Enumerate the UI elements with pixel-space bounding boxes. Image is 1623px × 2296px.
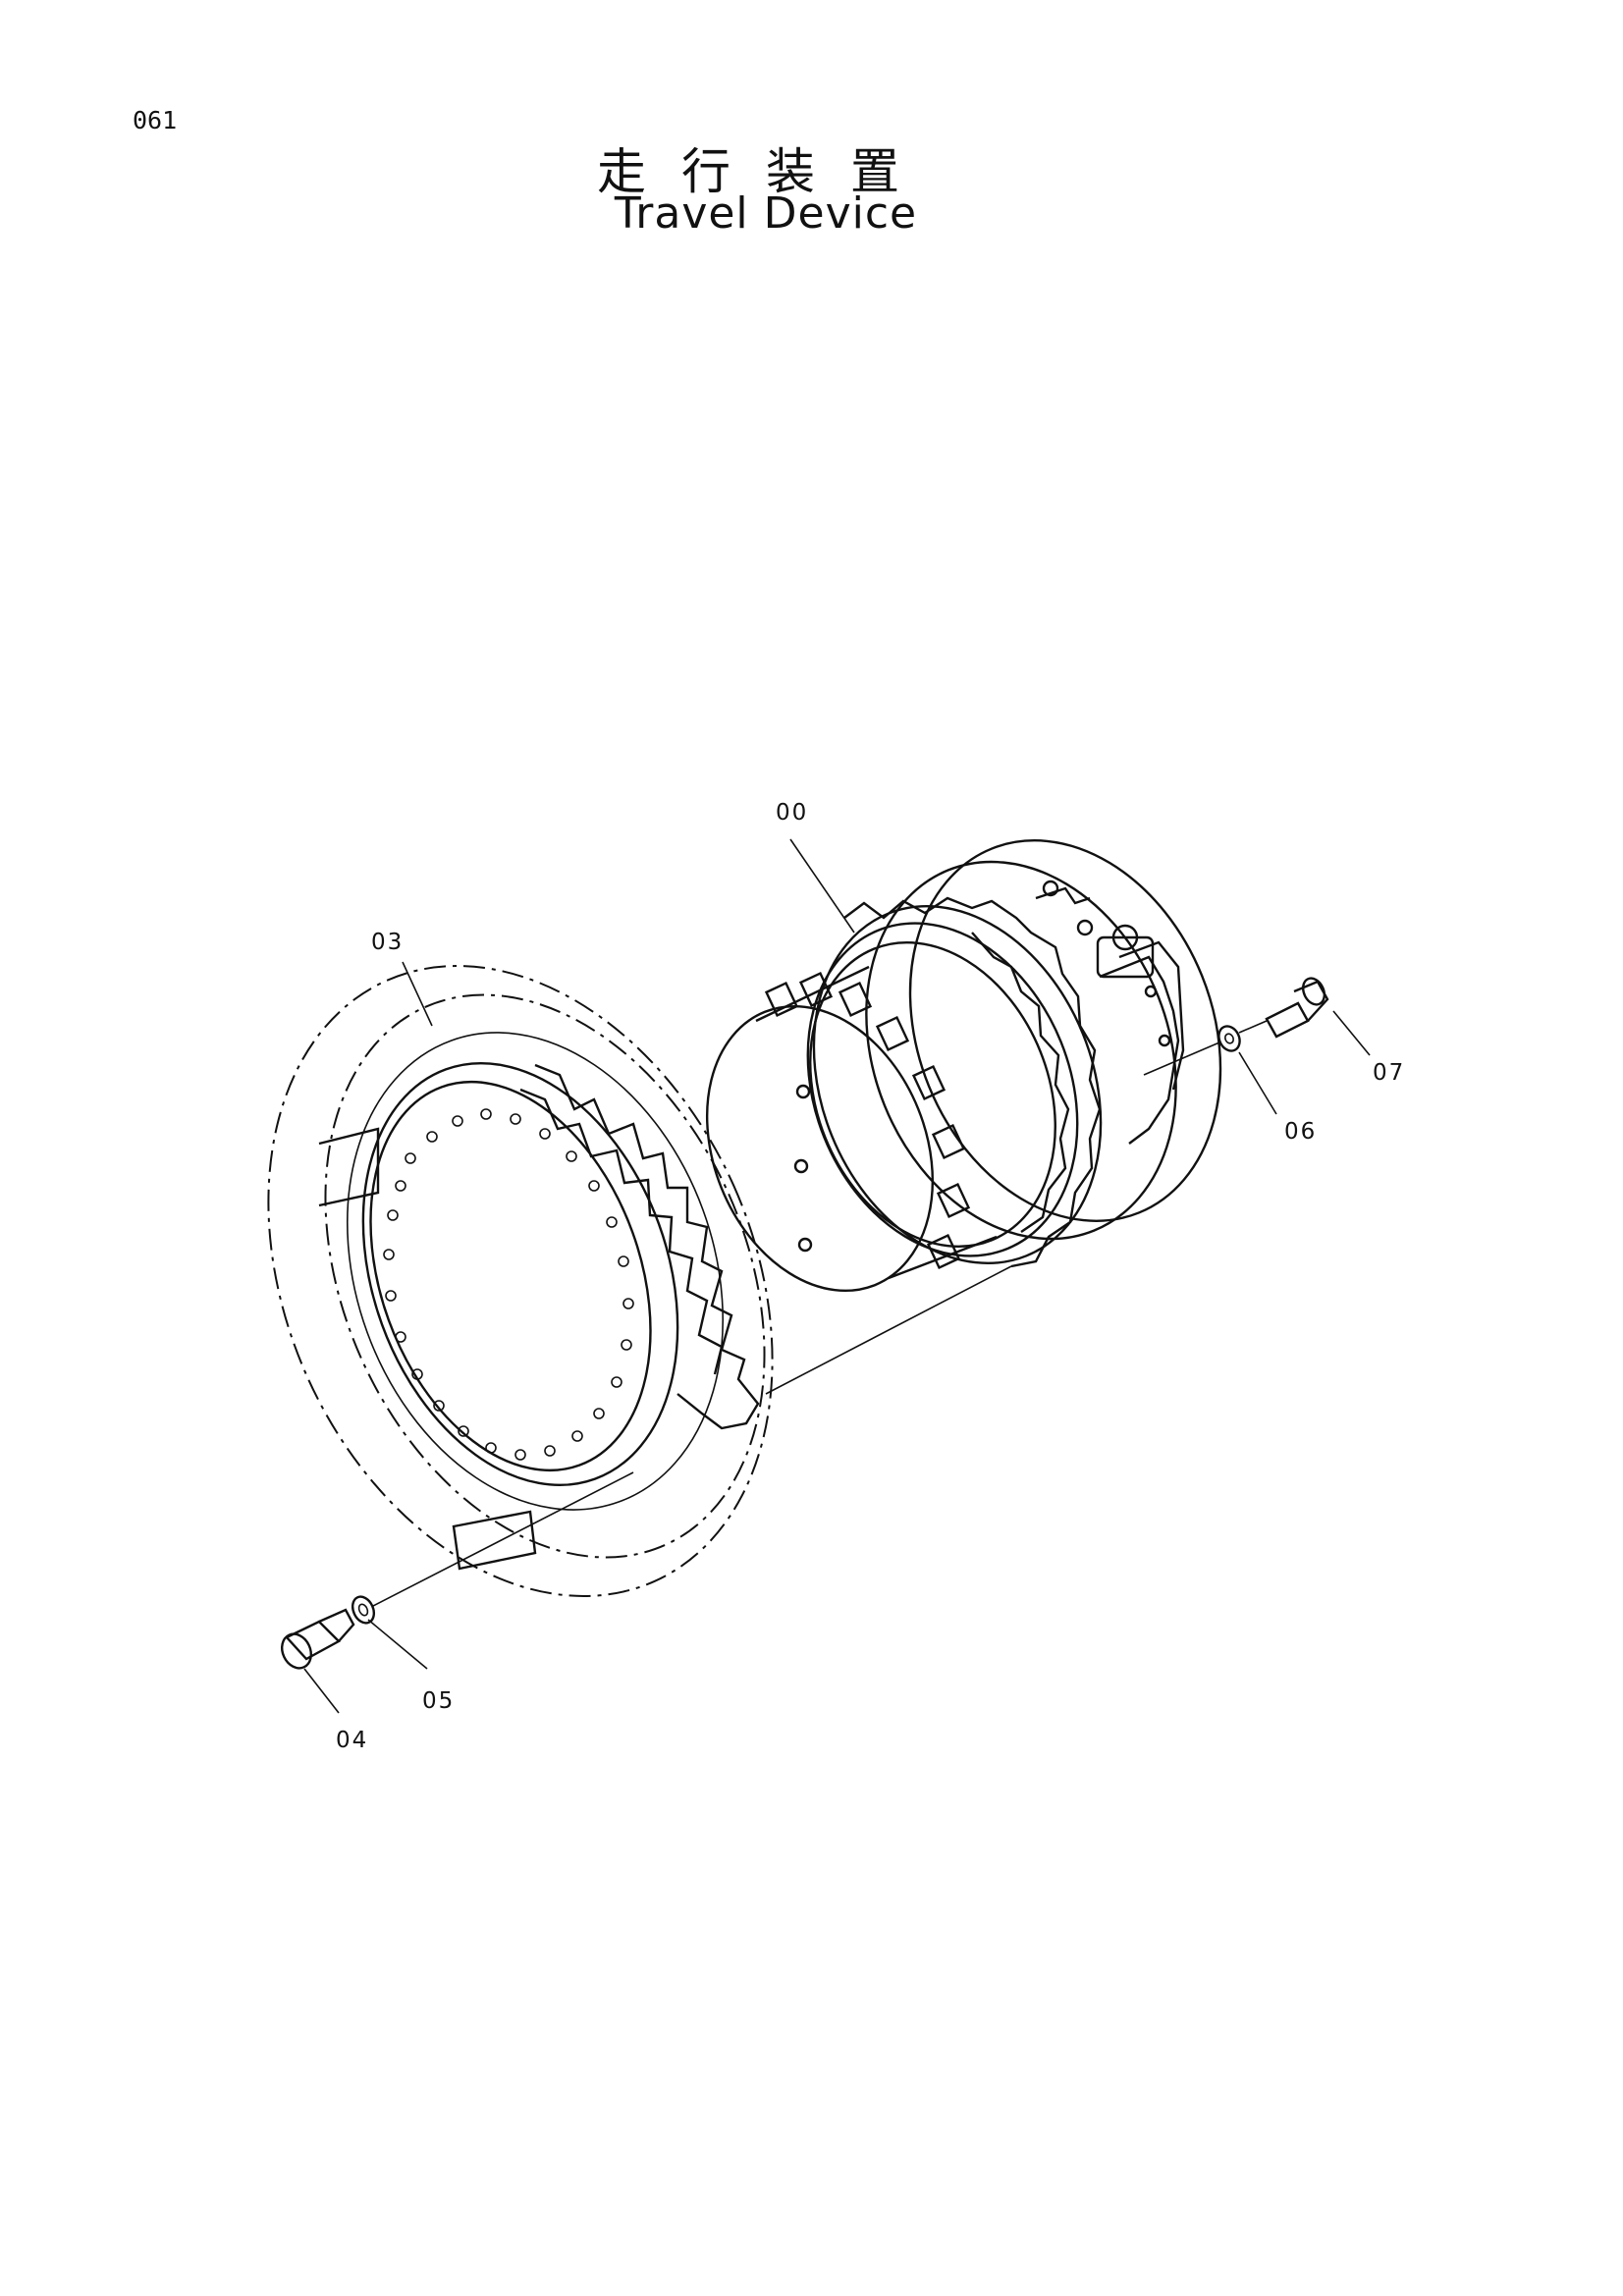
callout-00: 00 — [776, 800, 808, 826]
washer-part-06 — [1217, 1025, 1241, 1052]
page-number: 061 — [133, 106, 178, 134]
title-japanese: 走行装置 — [597, 143, 935, 200]
leader-lines — [303, 838, 1371, 1714]
bolt-part-04 — [281, 1608, 355, 1670]
ring-bolt-holes — [383, 1108, 634, 1461]
bolt-part-07 — [1265, 977, 1329, 1039]
travel-motor-part-00 — [705, 839, 1222, 1293]
callout-05: 05 — [422, 1688, 455, 1714]
title-english: Travel Device — [614, 188, 918, 239]
callout-06: 06 — [1284, 1119, 1317, 1145]
callout-07: 07 — [1373, 1060, 1405, 1086]
callout-03: 03 — [371, 930, 404, 955]
motor-bolt-heads — [764, 971, 971, 1270]
washer-part-05 — [351, 1595, 376, 1625]
callout-04: 04 — [336, 1728, 368, 1753]
sprocket-ring-part-03 — [267, 965, 774, 1597]
